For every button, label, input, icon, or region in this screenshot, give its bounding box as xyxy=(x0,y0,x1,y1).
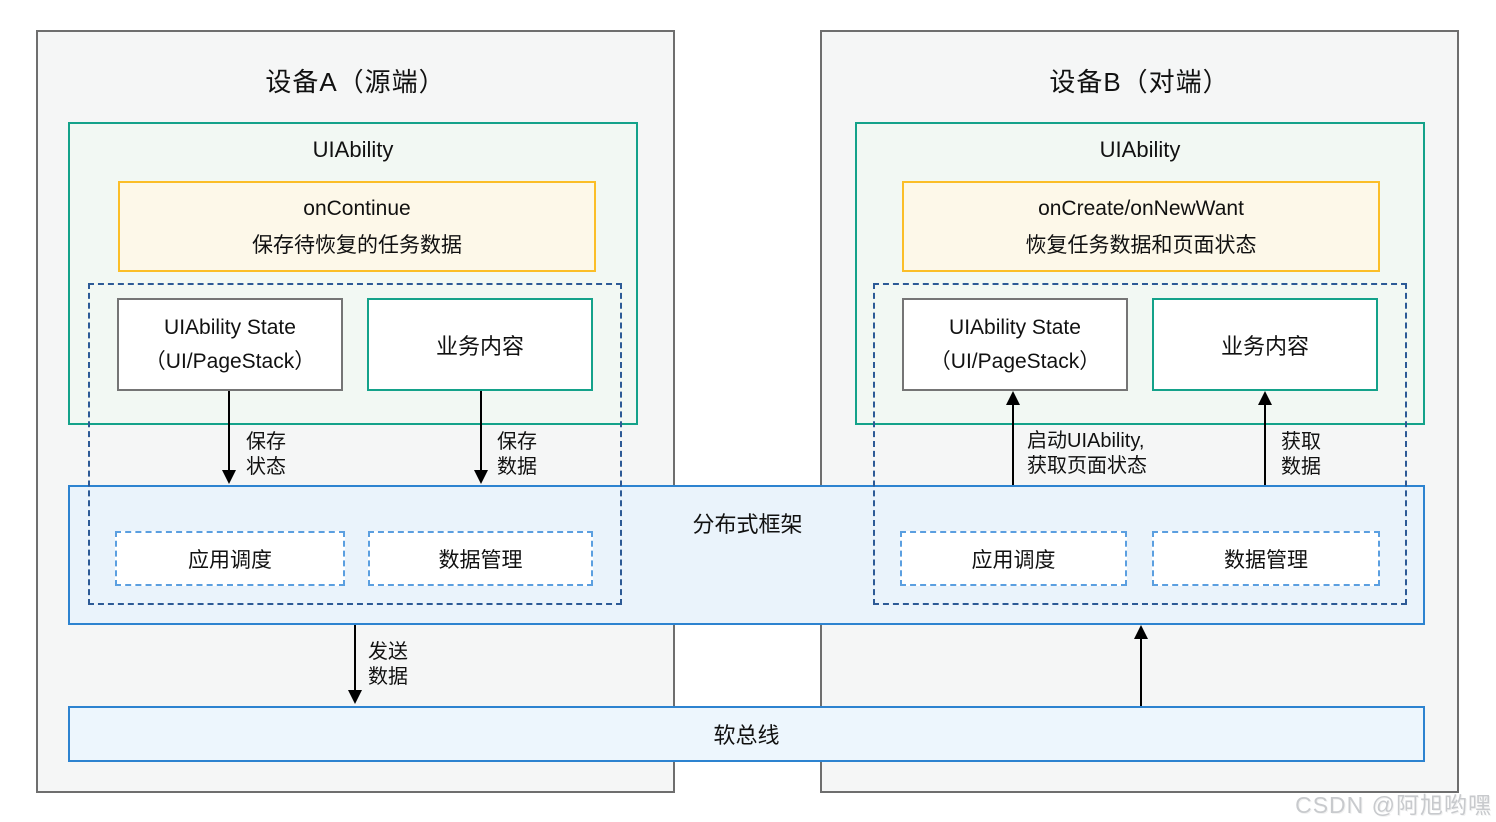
business-content-box-a: 业务内容 xyxy=(367,298,593,391)
data-mgmt-box-a: 数据管理 xyxy=(368,531,593,586)
business-content-label-b: 业务内容 xyxy=(1220,333,1309,359)
get-data-label-line1: 获取 xyxy=(1281,431,1321,453)
get-data-arrow-line xyxy=(1264,404,1266,485)
softbus-label: 软总线 xyxy=(713,723,780,748)
migration-group-a xyxy=(88,283,622,605)
save-data-label-line2: 数据 xyxy=(497,456,537,478)
business-content-box-b: 业务内容 xyxy=(1152,298,1378,391)
save-state-label: 保存 状态 xyxy=(246,430,286,480)
oncreate-title: onCreate/onNewWant xyxy=(1038,196,1244,220)
send-data-label-line1: 发送 xyxy=(368,641,408,663)
send-data-arrow-line xyxy=(354,625,356,692)
device-b-title: 设备B（对端） xyxy=(1049,67,1230,97)
save-state-arrow-line xyxy=(228,391,230,472)
launch-uiability-label-line1: 启动UIAbility, xyxy=(1027,430,1145,452)
uiability-label-b: UIAbility xyxy=(1099,137,1181,162)
send-data-arrow-head-icon xyxy=(348,690,362,704)
uiability-state-box-a: UIAbility State （UI/PageStack） xyxy=(117,298,343,391)
send-data-label: 发送 数据 xyxy=(368,640,408,690)
get-data-label: 获取 数据 xyxy=(1281,430,1321,480)
receive-data-arrow-head-icon xyxy=(1134,625,1148,639)
uiability-state-line2-a: （UI/PageStack） xyxy=(144,349,316,373)
oncontinue-title: onContinue xyxy=(303,196,411,220)
uiability-state-box-b: UIAbility State （UI/PageStack） xyxy=(902,298,1128,391)
save-state-label-line1: 保存 xyxy=(246,431,286,453)
launch-arrow-head-icon xyxy=(1006,391,1020,405)
oncreate-desc: 恢复任务数据和页面状态 xyxy=(1025,233,1257,257)
uiability-state-line1-b: UIAbility State xyxy=(949,315,1081,339)
distributed-framework-label: 分布式框架 xyxy=(692,512,803,537)
save-state-label-line2: 状态 xyxy=(246,456,286,478)
data-mgmt-label-b: 数据管理 xyxy=(1224,548,1308,572)
device-a-title: 设备A（源端） xyxy=(265,67,446,97)
save-data-label: 保存 数据 xyxy=(497,430,537,480)
save-state-arrow-head-icon xyxy=(222,470,236,484)
send-data-label-line2: 数据 xyxy=(368,666,408,688)
uiability-label-a: UIAbility xyxy=(312,137,394,162)
oncontinue-desc: 保存待恢复的任务数据 xyxy=(252,233,462,257)
data-mgmt-box-b: 数据管理 xyxy=(1152,531,1380,586)
business-content-label-a: 业务内容 xyxy=(435,333,524,359)
oncontinue-box: onContinue 保存待恢复的任务数据 xyxy=(118,181,596,272)
save-data-arrow-head-icon xyxy=(474,470,488,484)
app-scheduler-label-b: 应用调度 xyxy=(971,548,1056,572)
launch-uiability-label-line2: 获取页面状态 xyxy=(1027,455,1147,477)
save-data-arrow-line xyxy=(480,391,482,472)
get-data-arrow-head-icon xyxy=(1258,391,1272,405)
oncreate-box: onCreate/onNewWant 恢复任务数据和页面状态 xyxy=(902,181,1380,272)
app-scheduler-label-a: 应用调度 xyxy=(188,548,272,572)
receive-data-arrow-line xyxy=(1140,638,1142,706)
uiability-state-line1-a: UIAbility State xyxy=(164,315,296,339)
app-scheduler-box-b: 应用调度 xyxy=(900,531,1127,586)
uiability-state-line2-b: （UI/PageStack） xyxy=(929,349,1101,373)
app-scheduler-box-a: 应用调度 xyxy=(115,531,345,586)
launch-arrow-line xyxy=(1012,404,1014,485)
save-data-label-line1: 保存 xyxy=(497,431,537,453)
csdn-watermark: CSDN @阿旭哟嘿 xyxy=(1295,792,1492,818)
get-data-label-line2: 数据 xyxy=(1281,456,1321,478)
launch-uiability-label: 启动UIAbility, 获取页面状态 xyxy=(1027,429,1147,479)
softbus-box: 软总线 xyxy=(68,706,1425,762)
data-mgmt-label-a: 数据管理 xyxy=(438,548,523,572)
migration-group-b xyxy=(873,283,1407,605)
